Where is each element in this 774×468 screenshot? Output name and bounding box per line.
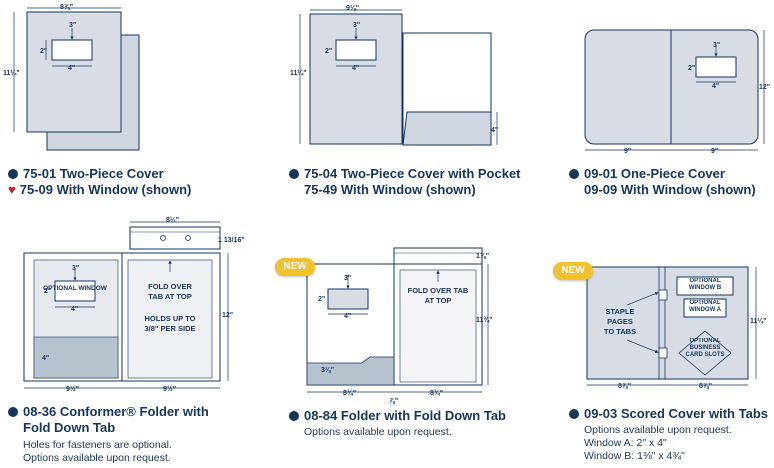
- caption-line: 09-09 With Window (shown): [584, 182, 756, 197]
- label-window-b: OPTIONAL WINDOW B: [688, 278, 722, 291]
- dim-right: 9½": [163, 385, 176, 393]
- dim-win-h: 2": [44, 288, 51, 295]
- bullet-icon: [289, 169, 299, 179]
- diagram-08-36: 8½" 1 13/16" 9½" 9½" 12" 3" 2" 4" 4" OPT…: [23, 216, 245, 393]
- heart-icon: ♥: [8, 182, 16, 197]
- dim-win-w: 3": [713, 42, 720, 49]
- label-staple-wrap: STAPLE PAGES TO TABS: [603, 307, 637, 336]
- bullet-icon: [569, 169, 579, 179]
- diagram-08-84: 1⅞" 11¾" 8¾" 8¾" 3" 2" 4" 3⅛" ⅞" FOLD OV…: [306, 247, 493, 405]
- dim-height: 11¼": [290, 69, 307, 77]
- dim-tab: 1 13/16": [218, 237, 245, 244]
- label-holds: HOLDS UP TO 3/8" PER SIDE: [144, 314, 196, 333]
- dim-win-off: 4": [352, 65, 359, 72]
- dim-left: 8¾": [343, 389, 356, 397]
- dim-left: 9": [624, 148, 631, 155]
- dim-left: 9½": [66, 385, 79, 393]
- bullet-icon: [8, 169, 18, 179]
- diagram-09-01: 9" 9" 12" 3" 2" 4": [584, 29, 770, 155]
- dim-win-h: 2": [325, 48, 332, 55]
- dim-win-w: 4": [344, 313, 351, 320]
- new-badge: NEW: [275, 258, 315, 276]
- caption-09-03: 09-03 Scored Cover with Tabs: [569, 406, 768, 422]
- notes-08-36: Holes for fasteners are optional. Option…: [23, 439, 172, 465]
- caption-75-01: 75-01 Two-Piece Cover ♥75-09 With Window…: [8, 166, 191, 198]
- label-staple: STAPLE PAGES TO TABS: [603, 307, 637, 336]
- dim-right: 9": [711, 148, 718, 155]
- bullet-icon: [8, 407, 18, 417]
- label-winB-wrap: OPTIONAL WINDOW B: [688, 278, 722, 291]
- note-line: Window B: 1⅜" x 4¾": [584, 450, 685, 462]
- caption-09-01: 09-01 One-Piece Cover 09-09 With Window …: [569, 166, 756, 198]
- dim-win-top: 3": [344, 275, 351, 282]
- dim-win-h: 2": [318, 296, 325, 303]
- dim-win-w: 3": [69, 22, 76, 29]
- label-window: OPTIONAL WINDOW: [43, 285, 108, 292]
- caption-line: 75-49 With Window (shown): [304, 182, 476, 197]
- caption-08-84: 08-84 Folder with Fold Down Tab: [289, 408, 506, 424]
- note-line: Window A: 2" x 4": [584, 437, 667, 449]
- dim-win-off: 4": [71, 306, 78, 313]
- label-fold-wrap: FOLD OVER TAB AT TOP HOLDS UP TO 3/8" PE…: [144, 282, 196, 333]
- caption-line: 08-36 Conformer® Folder with: [23, 404, 209, 419]
- dim-height: 11¾": [476, 316, 493, 324]
- dim-right: 8¾": [430, 389, 443, 397]
- notes-08-84: Options available upon request.: [304, 426, 452, 439]
- bullet-icon: [569, 409, 579, 419]
- dim-win-h: 2": [688, 65, 695, 72]
- caption-line: 09-01 One-Piece Cover: [584, 166, 725, 181]
- label-winA-wrap: OPTIONAL WINDOW A: [688, 300, 722, 313]
- caption-line: 08-84 Folder with Fold Down Tab: [304, 408, 506, 423]
- dim-pocket: 3⅛": [321, 367, 334, 374]
- label-fold-wrap: FOLD OVER TAB AT TOP: [407, 286, 469, 305]
- dim-win-w: 3": [353, 22, 360, 29]
- dim-gap: ⅞": [389, 398, 398, 405]
- dim-height: 12": [222, 312, 233, 319]
- label-slots-wrap: OPTIONAL BUSINESS CARD SLOTS: [685, 338, 725, 358]
- caption-line: 75-01 Two-Piece Cover: [23, 166, 164, 181]
- diagram-09-03: 11¼" 8⅞" 8⅞" OPTIONAL WINDOW B OPTIONAL …: [586, 266, 767, 390]
- caption-line: 09-03 Scored Cover with Tabs: [584, 406, 768, 421]
- caption-line: Fold Down Tab: [23, 420, 116, 435]
- dim-height: 11¼": [3, 69, 20, 77]
- dim-top: 8½": [166, 216, 179, 224]
- dim-win-h: 2": [40, 48, 47, 55]
- new-badge: NEW: [553, 262, 593, 280]
- diagram-75-04: 9⅛" 11¼" 3" 2" 4" 4": [290, 5, 498, 146]
- note-line: Options available upon request.: [304, 426, 452, 438]
- label-fold: FOLD OVER TAB AT TOP: [148, 282, 192, 301]
- dim-win-off: 4": [712, 83, 719, 90]
- dim-width: 9⅛": [346, 5, 359, 12]
- label-slots: OPTIONAL BUSINESS CARD SLOTS: [685, 338, 725, 358]
- dim-width: 8⅞": [60, 4, 73, 11]
- caption-line: 75-09 With Window (shown): [19, 182, 192, 197]
- dim-height: 12": [759, 84, 770, 91]
- diagram-75-01: 8⅞" 11¼" 3" 2" 4": [3, 4, 140, 151]
- dim-height: 11¼": [750, 317, 767, 325]
- dim-right: 8⅞": [699, 383, 712, 390]
- dim-left: 8⅞": [618, 383, 631, 390]
- bullet-icon: [289, 411, 299, 421]
- dim-pocket: 4": [42, 355, 49, 362]
- label-fold: FOLD OVER TAB AT TOP: [407, 286, 469, 305]
- note-line: Options available upon request.: [584, 424, 732, 436]
- dim-pocket: 4": [491, 127, 498, 134]
- dim-win-w: 3": [72, 265, 79, 272]
- caption-75-04: 75-04 Two-Piece Cover with Pocket 75-49 …: [289, 166, 521, 198]
- dim-tab: 1⅞": [476, 253, 489, 260]
- note-line: Holes for fasteners are optional.: [23, 439, 172, 451]
- label-window-a: OPTIONAL WINDOW A: [688, 300, 722, 313]
- dim-win-off: 4": [68, 65, 75, 72]
- note-line: Options available upon request.: [23, 452, 171, 464]
- notes-09-03: Options available upon request. Window A…: [584, 424, 732, 463]
- caption-line: 75-04 Two-Piece Cover with Pocket: [304, 166, 521, 181]
- caption-08-36: 08-36 Conformer® Folder with Fold Down T…: [8, 404, 209, 436]
